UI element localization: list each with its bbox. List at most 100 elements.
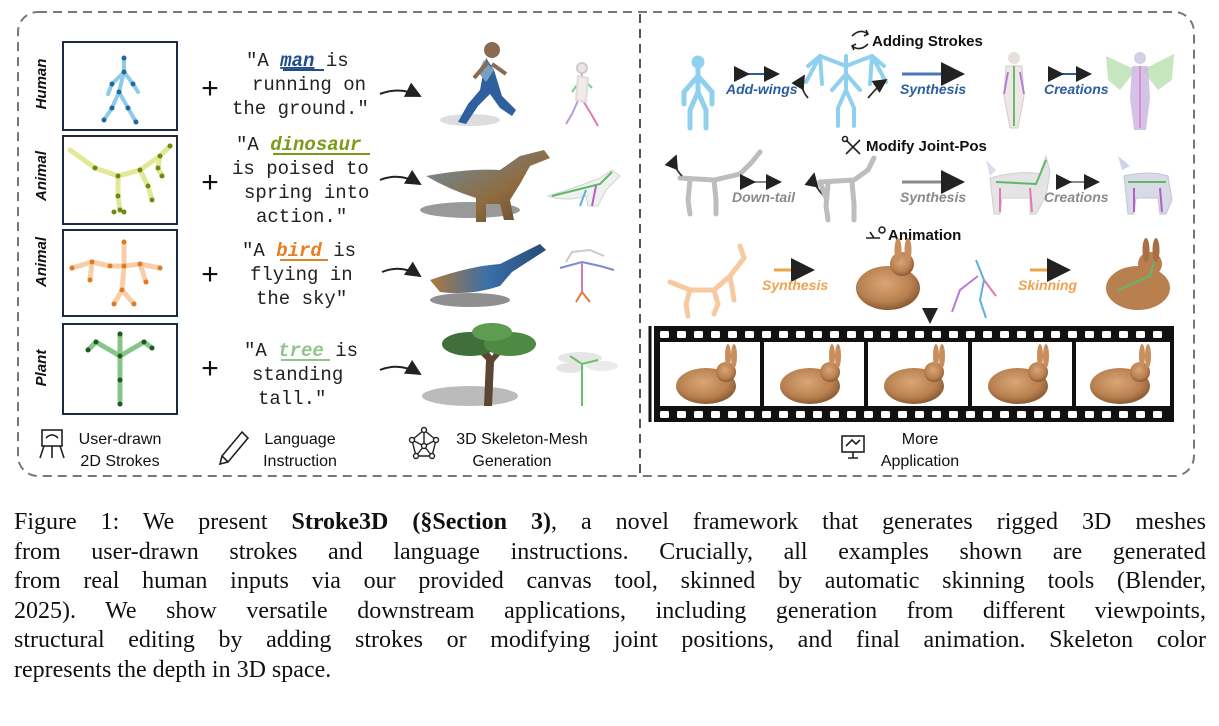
film-sprocket-hole [711, 331, 720, 338]
svg-text:is poised to: is poised to [232, 158, 369, 180]
film-sprocket-hole [847, 411, 856, 418]
skeleton-rabbit [670, 246, 744, 316]
plus-sign-4: + [201, 352, 219, 385]
heading-adding-strokes: Adding Strokes [872, 33, 983, 50]
film-sprocket-hole [745, 411, 754, 418]
label-creations-1: Creations [1044, 74, 1109, 97]
plus-sign-1: + [201, 72, 219, 105]
render-cat-2 [1118, 156, 1172, 214]
stroke-canvas-tree [63, 324, 177, 414]
film-sprocket-hole [1102, 331, 1111, 338]
recycle-arrows-icon [852, 30, 868, 50]
film-sprocket-hole [915, 331, 924, 338]
svg-text:action.": action." [256, 206, 347, 228]
film-sprocket-hole [762, 331, 771, 338]
arrow-group-left [380, 90, 420, 374]
quote-dinosaur: "A dinosaur is poised to spring into act… [232, 134, 370, 228]
film-sprocket-hole [1102, 411, 1111, 418]
svg-text:spring into: spring into [244, 182, 369, 204]
svg-text:"A bird is: "A bird is [242, 240, 356, 262]
motion-icon [866, 227, 885, 238]
film-strip [650, 326, 1174, 422]
film-sprocket-hole [1017, 411, 1026, 418]
svg-text:"A tree is: "A tree is [244, 340, 358, 362]
film-sprocket-hole [660, 331, 669, 338]
caption-text: represents the depth in 3D space. [14, 657, 331, 683]
svg-text:Down-tail: Down-tail [732, 189, 796, 205]
render-winged-human [1004, 52, 1024, 128]
svg-text:standing: standing [252, 364, 343, 386]
film-sprocket-hole [830, 411, 839, 418]
monitor-icon [842, 436, 864, 458]
render-tree [422, 323, 536, 406]
film-sprocket-hole [779, 411, 788, 418]
render-dinosaur [420, 150, 550, 222]
right-panel: Adding Strokes Add-wings Synthesis [650, 30, 1174, 470]
label-synthesis-3: Synthesis [762, 270, 828, 293]
category-label-animal-2: Animal [33, 236, 50, 288]
film-sprocket-hole [847, 331, 856, 338]
svg-text:Creations: Creations [1044, 189, 1109, 205]
film-sprocket-hole [728, 411, 737, 418]
caption-line: from user-drawn strokes and language ins… [14, 538, 1206, 568]
film-sprocket-hole [813, 331, 822, 338]
quote-bird: "A bird is flying in the sky" [242, 240, 356, 310]
film-sprocket-hole [813, 411, 822, 418]
film-sprocket-hole [677, 411, 686, 418]
footer-left: User-drawn 2D Strokes Language Instructi… [40, 428, 588, 471]
svg-text:Synthesis: Synthesis [900, 81, 966, 97]
film-sprocket-hole [1017, 331, 1026, 338]
heading-modify-joint-pos: Modify Joint-Pos [866, 138, 987, 155]
render-human [440, 42, 516, 126]
quote-tree: "A tree is standing tall." [244, 340, 358, 410]
caption-line: from real human inputs via our provided … [14, 567, 1206, 597]
film-sprocket-hole [796, 331, 805, 338]
film-sprocket-hole [1051, 331, 1060, 338]
film-sprocket-hole [1000, 411, 1009, 418]
footer-label-generation-2: Generation [472, 453, 551, 470]
svg-text:Add-wings: Add-wings [725, 81, 798, 97]
film-sprocket-hole [1136, 411, 1145, 418]
render-tree-skeleton [556, 352, 618, 406]
skeleton-human-blue [684, 58, 712, 128]
svg-text:flying in: flying in [250, 264, 353, 286]
film-sprocket-hole [932, 331, 941, 338]
footer-label-language-1: Language [264, 431, 335, 448]
footer-label-language-2: Instruction [263, 453, 337, 470]
render-human-skeleton [566, 63, 598, 126]
keyword-dinosaur: dinosaur [270, 134, 362, 156]
caption-line: represents the depth in 3D space. [14, 656, 1206, 686]
film-sprocket-hole [694, 331, 703, 338]
figure-illustration: Human Animal Animal Plant [0, 0, 1219, 490]
film-sprocket-hole [830, 331, 839, 338]
film-sprocket-hole [1136, 331, 1145, 338]
svg-text:running on: running on [252, 74, 366, 96]
render-bird-skeleton [560, 250, 614, 302]
render-bird [430, 244, 546, 307]
film-sprocket-hole [1068, 331, 1077, 338]
film-sprocket-hole [1153, 331, 1162, 338]
svg-text:Synthesis: Synthesis [900, 189, 966, 205]
caption-line: Figure 1: We present Stroke3D (§Section … [14, 508, 1206, 538]
caption-text: , a novel framework that generates rigge… [551, 509, 1206, 535]
figure-caption: Figure 1: We present Stroke3D (§Section … [14, 508, 1206, 685]
plus-sign-2: + [201, 166, 219, 199]
render-rabbit [856, 238, 920, 310]
footer-label-generation-1: 3D Skeleton-Mesh [456, 431, 588, 448]
network-icon [410, 428, 439, 459]
film-sprocket-hole [1085, 331, 1094, 338]
film-sprocket-hole [1068, 411, 1077, 418]
caption-text: 2025). We show versatile downstream appl… [14, 598, 1206, 624]
label-add-wings: Add-wings [725, 74, 798, 97]
render-rabbit-rig [952, 260, 996, 318]
label-down-tail: Down-tail [732, 182, 796, 205]
pencil-icon [220, 432, 248, 464]
film-sprocket-hole [762, 411, 771, 418]
film-sprocket-hole [949, 331, 958, 338]
stroke-canvas-bird [63, 230, 177, 316]
film-sprocket-hole [898, 331, 907, 338]
caption-text: from real human inputs via our provided … [14, 568, 1206, 594]
film-sprocket-hole [796, 411, 805, 418]
svg-text:the sky": the sky" [256, 288, 347, 310]
label-synthesis-1: Synthesis [900, 74, 966, 97]
